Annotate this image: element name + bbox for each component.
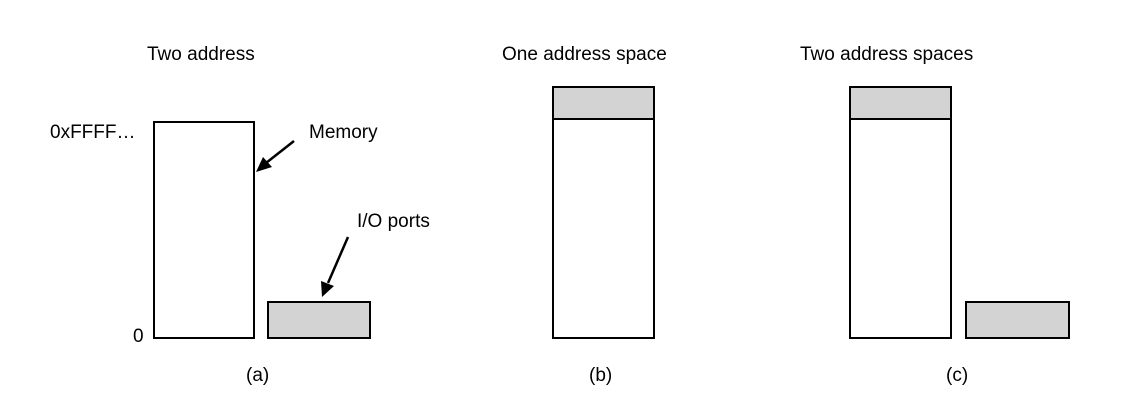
- panel-b-io-region: [554, 88, 653, 120]
- panel-b-caption: (b): [589, 365, 613, 386]
- memory-arrow: [256, 140, 295, 172]
- panel-b-title: One address space: [502, 44, 667, 65]
- io-ports-arrow: [321, 236, 350, 297]
- panel-c-title: Two address spaces: [800, 44, 974, 65]
- panel-c-io-ports-box: [965, 301, 1070, 339]
- bottom-address-label: 0: [133, 326, 144, 347]
- io-ports-label: I/O ports: [357, 211, 430, 232]
- panel-c-top-region: [851, 88, 950, 120]
- panel-c-memory-box: [849, 86, 952, 339]
- panel-a-memory-box: [153, 121, 255, 339]
- panel-b-memory-region: [554, 120, 653, 337]
- panel-a-title: Two address: [147, 44, 255, 65]
- panel-c-caption: (c): [946, 365, 969, 386]
- top-address-label: 0xFFFF…: [50, 122, 136, 143]
- panel-a-io-ports-box: [267, 301, 371, 339]
- memory-label: Memory: [309, 122, 378, 143]
- panel-c-memory-region: [851, 120, 950, 337]
- panel-a-caption: (a): [246, 365, 270, 386]
- panel-b-address-space-box: [552, 86, 655, 339]
